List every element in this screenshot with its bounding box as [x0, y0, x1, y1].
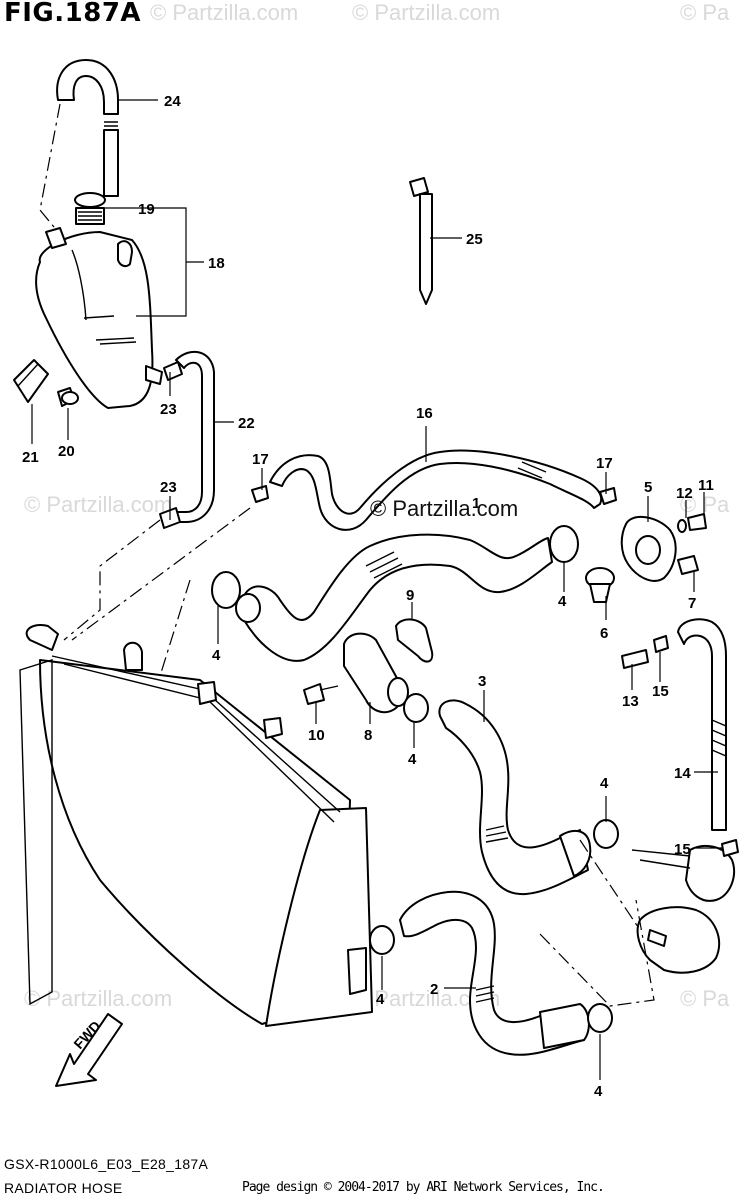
callout-23[interactable]: 23 — [160, 401, 177, 418]
grommet — [13, 359, 49, 403]
callout-2[interactable]: 2 — [430, 981, 438, 998]
overflow-hose — [39, 59, 119, 249]
hose-clip — [251, 485, 739, 857]
callout-10[interactable]: 10 — [308, 727, 325, 744]
thermostat-cover — [620, 513, 707, 582]
callout-15[interactable]: 15 — [674, 841, 691, 858]
callout-19[interactable]: 19 — [138, 201, 155, 218]
forward-arrow-icon: FWD — [55, 1013, 123, 1087]
callout-20[interactable]: 20 — [58, 443, 75, 460]
callout-3[interactable]: 3 — [478, 673, 486, 690]
callout-6[interactable]: 6 — [600, 625, 608, 642]
bolt — [57, 387, 79, 407]
watermark: © Partzilla.com — [24, 986, 173, 1011]
leader-lines — [31, 99, 722, 1080]
watermark: © Pa — [680, 986, 730, 1011]
watermark: © Partzilla.com — [352, 0, 501, 25]
callout-24[interactable]: 24 — [164, 93, 181, 110]
callout-7[interactable]: 7 — [688, 595, 696, 612]
section-name: RADIATOR HOSE — [4, 1180, 123, 1196]
o-ring — [395, 618, 434, 663]
callout-25[interactable]: 25 — [466, 231, 483, 248]
tie-strap — [409, 177, 433, 305]
callout-17[interactable]: 17 — [252, 451, 269, 468]
callout-4[interactable]: 4 — [212, 647, 221, 664]
callout-12[interactable]: 12 — [676, 485, 693, 502]
bolt — [621, 649, 649, 669]
upper-radiator-hose — [235, 533, 553, 662]
reservoir-tank — [35, 231, 163, 409]
reservoir-cap — [74, 192, 106, 225]
figure-title: FIG.187A — [4, 0, 142, 28]
watermark: © Pa — [680, 492, 730, 517]
callout-22[interactable]: 22 — [238, 415, 255, 432]
callout-18[interactable]: 18 — [208, 255, 225, 272]
callout-15[interactable]: 15 — [652, 683, 669, 700]
watermark: © Partzilla.com — [150, 0, 299, 25]
callout-9[interactable]: 9 — [406, 587, 414, 604]
model-code: GSX-R1000L6_E03_E28_187A — [4, 1156, 209, 1172]
callout-16[interactable]: 16 — [416, 405, 433, 422]
water-bypass-hose — [269, 449, 603, 531]
bolt — [303, 683, 339, 705]
credit-line: Page design © 2004-2017 by ARI Network S… — [242, 1180, 605, 1195]
watermark-center: © Partzilla.com — [370, 496, 519, 521]
water-pump-housing — [631, 844, 735, 974]
radiator-outlet-hose — [399, 890, 590, 1056]
callout-23[interactable]: 23 — [160, 479, 177, 496]
callout-4[interactable]: 4 — [600, 775, 609, 792]
radiator — [19, 624, 373, 1027]
callout-8[interactable]: 8 — [364, 727, 372, 744]
thermostat-housing — [343, 632, 409, 714]
hose-clamp — [211, 525, 619, 1033]
thermostat — [585, 567, 615, 603]
callout-1[interactable]: 1 — [472, 495, 480, 512]
callout-4[interactable]: 4 — [558, 593, 567, 610]
watermark: © Partzilla.com — [24, 492, 173, 517]
callout-4[interactable]: 4 — [376, 991, 385, 1008]
callout-4[interactable]: 4 — [408, 751, 417, 768]
callout-5[interactable]: 5 — [644, 479, 652, 496]
callout-14[interactable]: 14 — [674, 765, 691, 782]
bolt — [677, 555, 699, 575]
callout-11[interactable]: 11 — [698, 477, 714, 494]
bypass-hose — [677, 618, 727, 831]
callout-4[interactable]: 4 — [594, 1083, 603, 1100]
callout-21[interactable]: 21 — [22, 449, 39, 466]
callout-13[interactable]: 13 — [622, 693, 639, 710]
callout-17[interactable]: 17 — [596, 455, 613, 472]
radiator-inlet-hose — [438, 699, 592, 896]
watermark: © Pa — [680, 0, 730, 25]
